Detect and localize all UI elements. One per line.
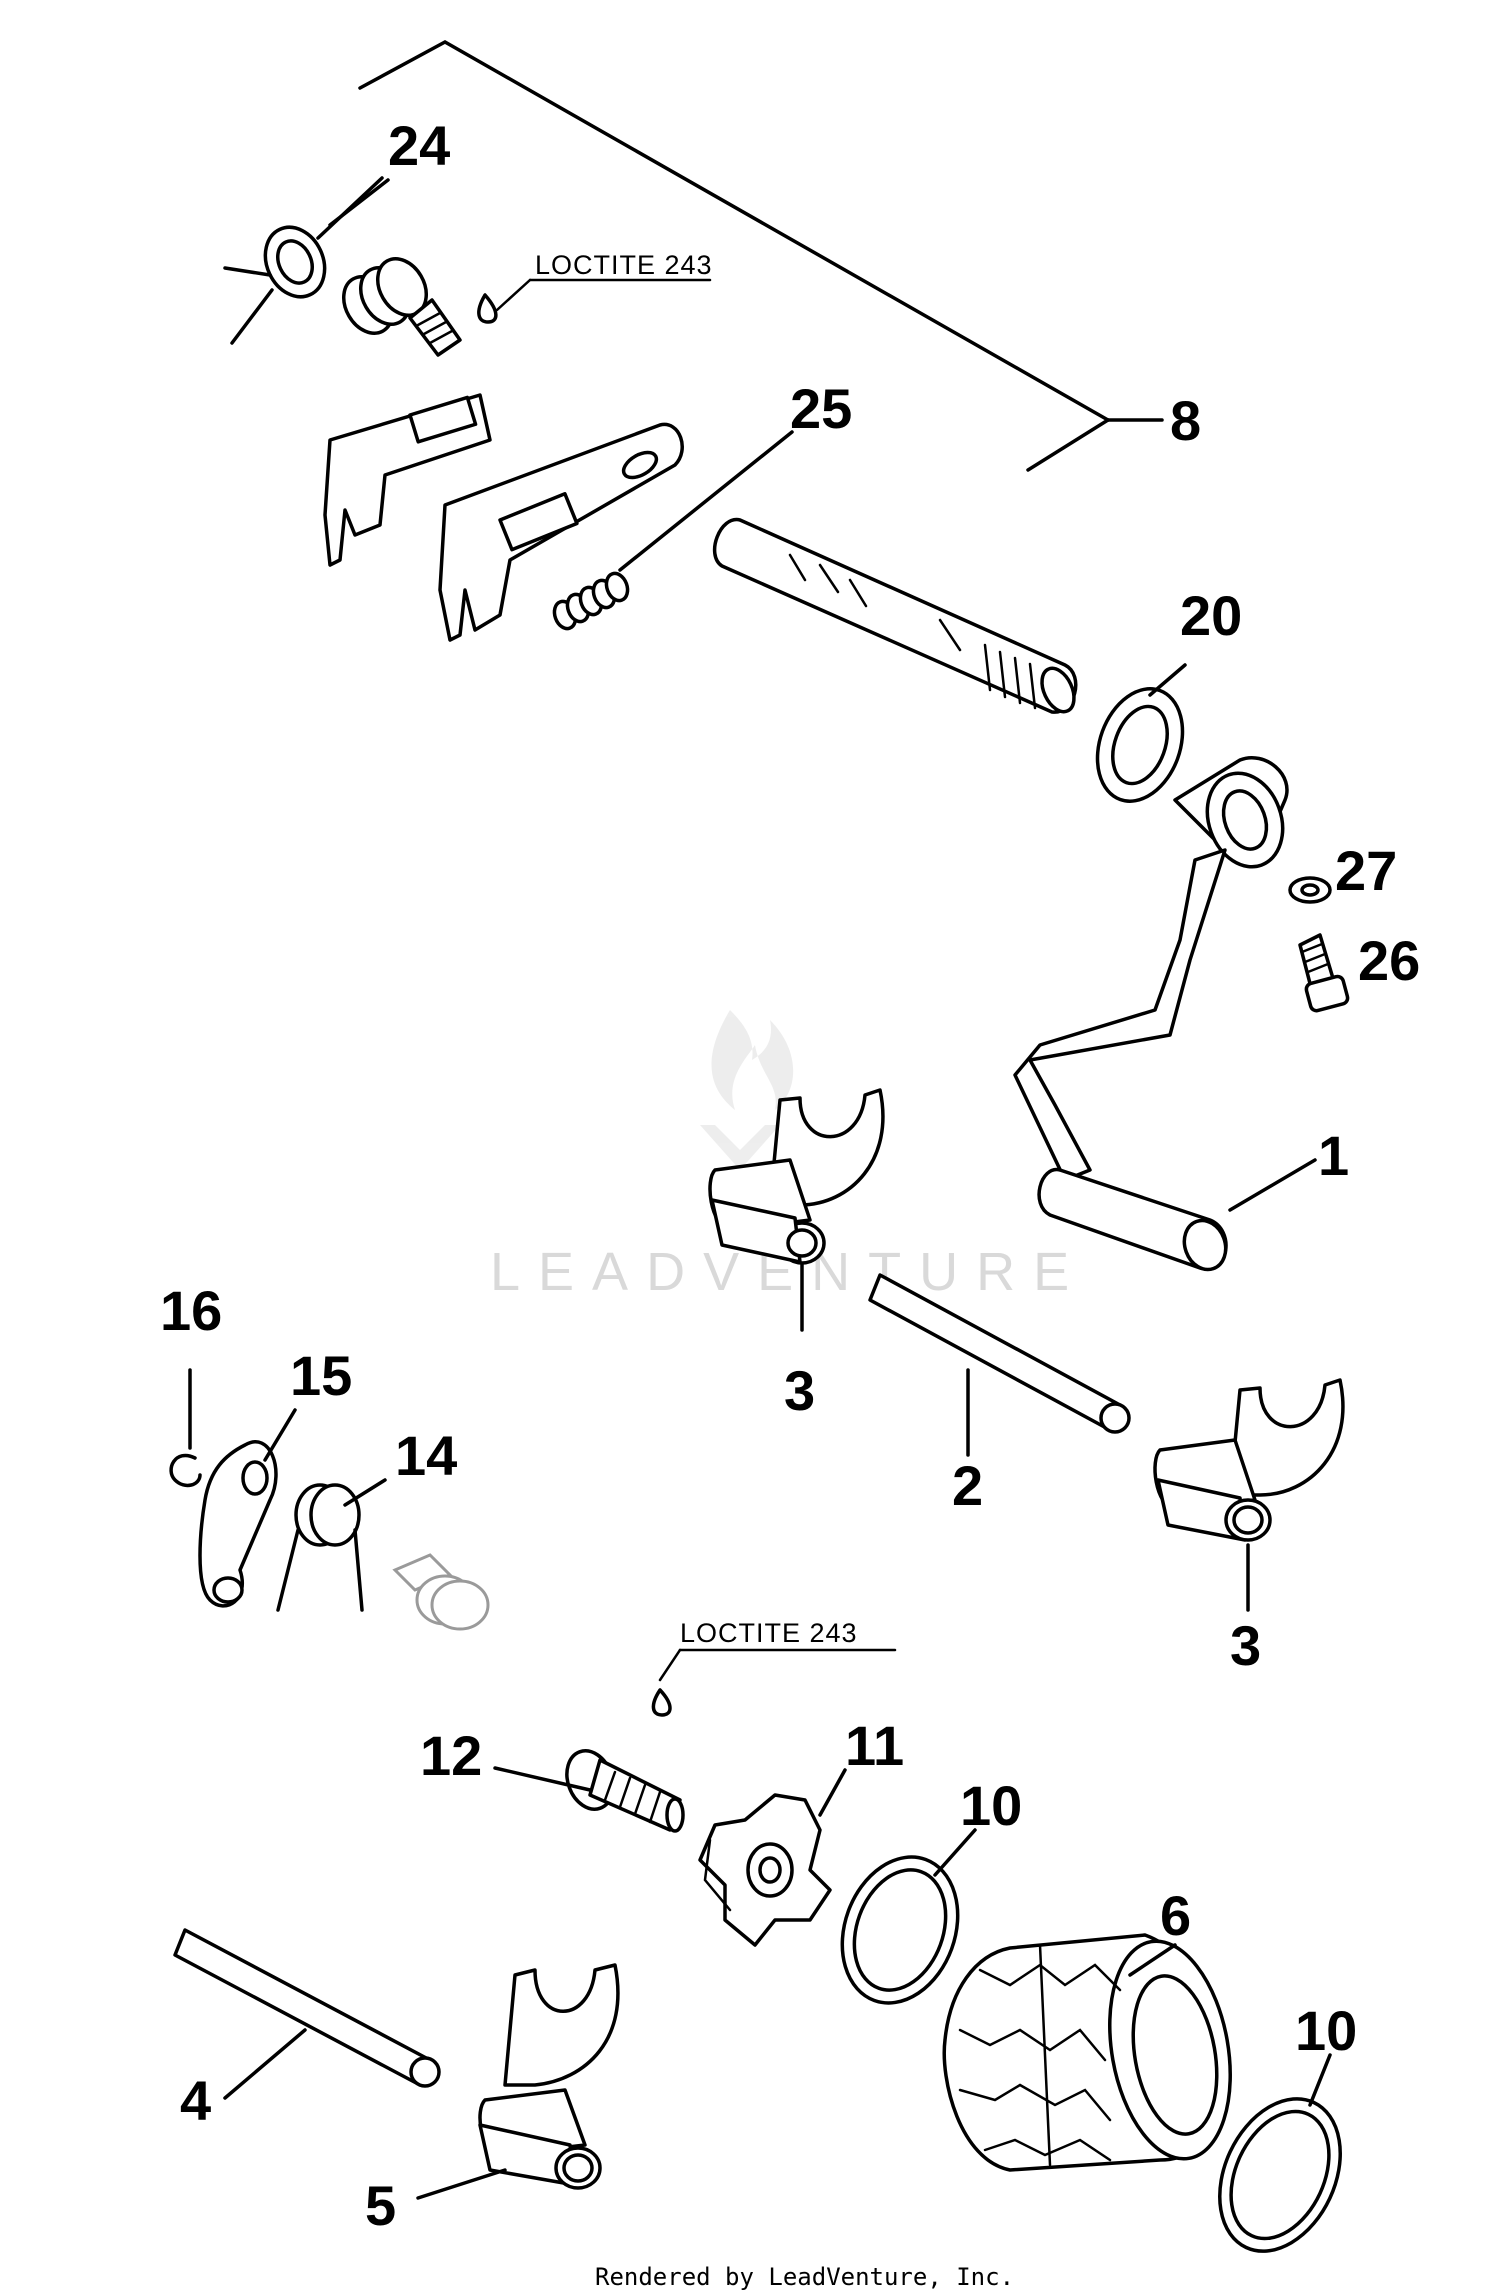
part-10-shim-upper xyxy=(840,1855,960,2005)
callout-20: 20 xyxy=(1180,584,1242,647)
part-shift-arm-plate-a xyxy=(323,393,492,567)
loctite-note-bottom: LOCTITE 243 xyxy=(651,1618,897,1717)
part-25-coil-spring xyxy=(552,571,630,631)
part-10-shim-lower xyxy=(1218,2097,1342,2253)
part-3-shift-fork-lower xyxy=(1153,1378,1345,1542)
callout-3-lower: 3 xyxy=(1230,1614,1261,1677)
callout-10-lower: 10 xyxy=(1295,1999,1357,2062)
callout-11: 11 xyxy=(845,1714,904,1777)
assembly-bracket-8 xyxy=(358,39,1164,472)
callout-15: 15 xyxy=(290,1344,352,1407)
part-12-screw xyxy=(565,1749,685,1833)
callout-2: 2 xyxy=(952,1454,983,1517)
callout-numbers: 24 25 8 20 27 26 1 3 2 3 16 15 14 12 11 … xyxy=(160,114,1420,2237)
leader-lines xyxy=(188,178,1332,2200)
part-14-return-spring xyxy=(276,1483,364,1612)
callout-10-upper: 10 xyxy=(960,1774,1022,1837)
callout-25: 25 xyxy=(790,377,852,440)
part-11-shift-cam xyxy=(698,1793,832,1947)
part-6-shift-drum xyxy=(942,1933,1232,2172)
callout-14: 14 xyxy=(395,1424,457,1487)
callout-3-upper: 3 xyxy=(784,1359,815,1422)
part-16-circlip xyxy=(169,1453,202,1488)
callout-26: 26 xyxy=(1358,929,1420,992)
loctite-label-bottom: LOCTITE 243 xyxy=(680,1618,858,1648)
callout-5: 5 xyxy=(365,2174,396,2237)
part-20-oil-seal xyxy=(1095,687,1185,803)
callout-12: 12 xyxy=(420,1724,482,1787)
callout-6: 6 xyxy=(1160,1884,1191,1947)
footer-credit: Rendered by LeadVenture, Inc. xyxy=(595,2263,1014,2291)
part-shift-shaft xyxy=(712,518,1078,714)
callout-8: 8 xyxy=(1170,389,1201,452)
part-4-fork-rod xyxy=(173,1928,441,2088)
part-26-bolt xyxy=(1298,933,1350,1013)
part-3-shift-fork-upper xyxy=(708,1088,885,1265)
watermark-logo xyxy=(700,1010,794,1170)
part-stud-bolt xyxy=(342,257,462,357)
loctite-note-top: LOCTITE 243 xyxy=(477,250,713,324)
callout-27: 27 xyxy=(1335,839,1397,902)
part-5-shift-fork xyxy=(478,1963,620,2190)
callout-24: 24 xyxy=(388,114,450,177)
callout-1: 1 xyxy=(1318,1124,1349,1187)
callout-4: 4 xyxy=(180,2069,211,2132)
part-1-shift-pedal xyxy=(1013,756,1289,1272)
loctite-label-top: LOCTITE 243 xyxy=(535,250,713,280)
part-15-stopper-arm xyxy=(198,1440,278,1608)
part-stopper-bolt-ghost xyxy=(392,1553,490,1631)
part-shift-arm-plate-b xyxy=(438,422,684,642)
part-27-lock-washer xyxy=(1288,876,1332,904)
callout-16: 16 xyxy=(160,1279,222,1342)
part-2-fork-rod xyxy=(868,1273,1131,1434)
